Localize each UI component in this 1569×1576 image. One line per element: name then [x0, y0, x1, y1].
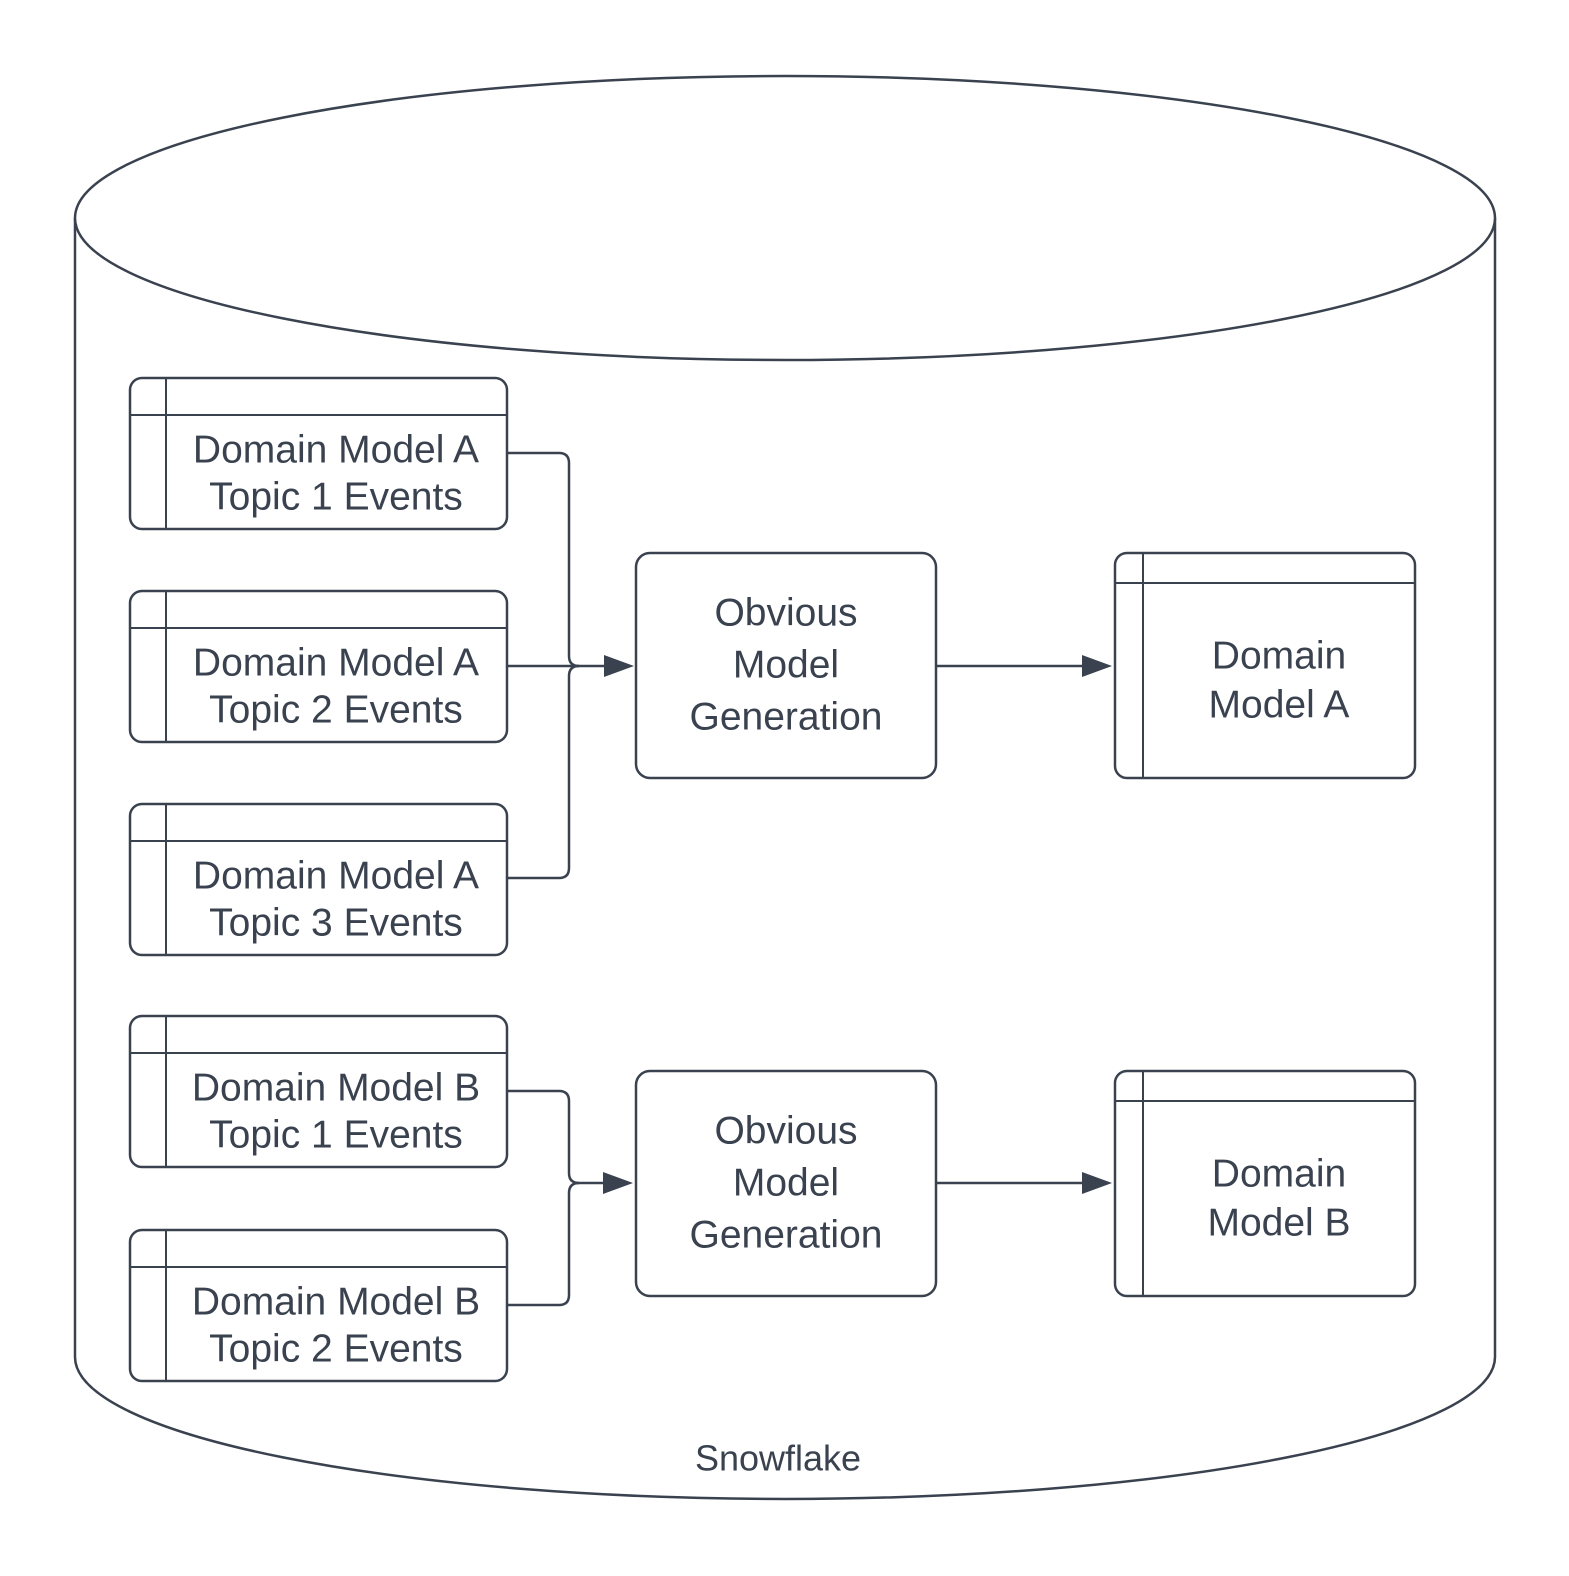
table-node-b-topic2: Domain Model B Topic 2 Events	[128, 1228, 509, 1383]
output-a-frame	[1113, 551, 1417, 780]
table-a-topic1-label-line1: Domain Model A	[193, 429, 479, 472]
process-a-label-line3: Generation	[690, 696, 883, 739]
process-node-a: Obvious Model Generation	[634, 551, 938, 780]
connector-b-topic2	[508, 1181, 580, 1307]
table-b-topic1-label-line1: Domain Model B	[192, 1067, 480, 1110]
process-node-b: Obvious Model Generation	[634, 1069, 938, 1298]
connectors-group-a	[508, 451, 1112, 880]
arrowhead-into-process-a	[604, 655, 634, 677]
process-b-frame	[634, 1069, 938, 1298]
arrowhead-into-output-b	[1082, 1172, 1112, 1194]
table-a-topic2-label-line2: Topic 2 Events	[209, 689, 463, 732]
process-b-label-line3: Generation	[690, 1214, 883, 1257]
output-b-label-line1: Domain	[1212, 1153, 1346, 1196]
table-node-a-topic2: Domain Model A Topic 2 Events	[128, 589, 509, 744]
output-a-label-line2: Model A	[1209, 684, 1350, 727]
table-b-topic2-label-line2: Topic 2 Events	[209, 1328, 463, 1371]
output-b-frame	[1113, 1069, 1417, 1298]
output-b-label-line2: Model B	[1207, 1202, 1350, 1245]
connector-b-topic1	[508, 1089, 580, 1185]
cylinder-label: Snowflake	[695, 1438, 861, 1479]
process-b-label-line2: Model	[733, 1162, 839, 1205]
output-a-label-line1: Domain	[1212, 635, 1346, 678]
arrowhead-into-output-a	[1082, 655, 1112, 677]
connectors-group-b	[508, 1089, 1112, 1307]
process-a-label-line2: Model	[733, 644, 839, 687]
process-a-label-line1: Obvious	[714, 592, 857, 635]
table-b-topic2-label-line1: Domain Model B	[192, 1281, 480, 1324]
table-a-topic3-label-line1: Domain Model A	[193, 855, 479, 898]
table-node-b-topic1: Domain Model B Topic 1 Events	[128, 1014, 509, 1169]
table-node-output-b: Domain Model B	[1113, 1069, 1417, 1298]
process-b-label-line1: Obvious	[714, 1110, 857, 1153]
table-a-topic3-label-line2: Topic 3 Events	[209, 902, 463, 945]
table-node-a-topic3: Domain Model A Topic 3 Events	[128, 802, 509, 957]
table-node-a-topic1: Domain Model A Topic 1 Events	[128, 376, 509, 531]
table-a-topic1-label-line2: Topic 1 Events	[209, 476, 463, 519]
process-a-frame	[634, 551, 938, 780]
arrowhead-into-process-b	[603, 1172, 633, 1194]
table-node-output-a: Domain Model A	[1113, 551, 1417, 780]
table-b-topic1-label-line2: Topic 1 Events	[209, 1114, 463, 1157]
table-a-topic2-label-line1: Domain Model A	[193, 642, 479, 685]
cylinder-top-ellipse	[73, 74, 1497, 362]
